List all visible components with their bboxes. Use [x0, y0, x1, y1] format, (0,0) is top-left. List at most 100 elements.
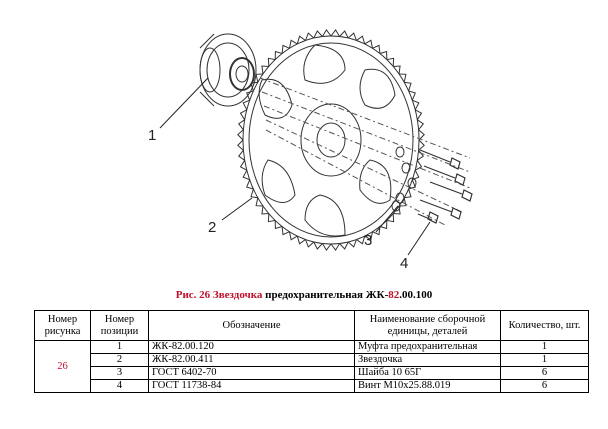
sprocket-tooth	[404, 188, 412, 199]
name-cell: Звездочка	[354, 353, 501, 367]
designation-cell: ГОСТ 6402-70	[148, 366, 355, 380]
sprocket-tooth	[313, 30, 323, 39]
sprocket-tooth	[305, 32, 315, 41]
sprocket-hub	[300, 103, 362, 177]
figure-number-cell: 26	[34, 340, 91, 393]
sprocket-tooth	[330, 29, 341, 37]
sprocket-tooth	[239, 160, 248, 171]
table-header-row: Номер рисунка Номер позиции Обозначение …	[34, 310, 589, 341]
sprocket-tooth	[412, 99, 420, 111]
sprocket-tooth	[404, 81, 412, 92]
position-cell: 3	[90, 366, 149, 380]
sprocket-tooth	[237, 149, 245, 161]
designation-cell: ЖК-82.00.411	[148, 353, 355, 367]
sprocket-tooth	[414, 109, 423, 120]
sprocket-tooth	[356, 235, 366, 245]
sprocket-tooth	[347, 239, 357, 248]
sprocket-tooth	[250, 188, 258, 199]
leader-2	[221, 197, 253, 221]
sprocket-tooth	[393, 65, 401, 75]
header-position-no: Номер позиции	[90, 310, 149, 341]
sprocket-tooth	[281, 44, 290, 54]
table-row: 4 ГОСТ 11738-84 Винт М10х25.88.019 6	[35, 379, 589, 393]
quantity-cell: 6	[500, 379, 589, 393]
sprocket-tooth	[321, 243, 332, 251]
sprocket-tooth	[379, 220, 388, 230]
washer-group	[391, 146, 417, 212]
sprocket-tooth	[339, 241, 349, 250]
sprocket-tooth	[261, 205, 269, 215]
table-row: 3 ГОСТ 6402-70 Шайба 10 65Г 6	[35, 366, 589, 380]
sprocket-tooth	[408, 90, 416, 101]
sprocket-inner-rim	[248, 42, 414, 238]
figure-caption: Рис. 26 Звездочка предохранительная ЖК-8…	[0, 289, 608, 301]
sprocket-tooth	[281, 226, 290, 236]
parts-table: Номер рисунка Номер позиции Обозначение …	[34, 310, 589, 393]
sprocket-tooth	[289, 39, 298, 49]
leader-1	[159, 77, 209, 129]
sprocket-bore	[316, 122, 346, 158]
leader-4	[407, 221, 431, 256]
safety-coupling	[199, 33, 257, 107]
caption-figure-label: Рис. 26 Звездочка	[175, 289, 263, 301]
sprocket-tooth	[339, 30, 349, 39]
sprocket-tooth	[356, 35, 366, 45]
sprocket-tooth	[242, 99, 250, 111]
quantity-cell: 1	[500, 340, 589, 354]
sprocket-tooth	[242, 169, 250, 181]
sprocket-tooth	[261, 65, 269, 75]
designation-cell: ГОСТ 11738-84	[148, 379, 355, 393]
sprocket-tooth	[398, 197, 407, 207]
sprocket-tooth	[255, 197, 264, 207]
table-row: 2 ЖК-82.00.411 Звездочка 1	[35, 353, 589, 367]
callout-2: 2	[208, 219, 216, 236]
sprocket-hole	[258, 78, 293, 119]
name-cell: Винт М10х25.88.019	[354, 379, 501, 393]
header-quantity: Количество, шт.	[500, 310, 589, 341]
name-cell: Шайба 10 65Г	[354, 366, 501, 380]
sprocket-tooth	[386, 213, 395, 223]
designation-cell: ЖК-82.00.120	[148, 340, 355, 354]
sprocket-tooth	[379, 50, 388, 60]
sprocket-tooth	[246, 90, 254, 101]
sprocket-tooth	[313, 241, 323, 250]
sprocket-hole	[359, 68, 396, 109]
sprocket-tooth	[296, 235, 306, 245]
sprocket-tooth	[417, 149, 425, 161]
sprocket-tooth	[347, 32, 357, 41]
sprocket-tooth	[274, 50, 283, 60]
callout-3: 3	[364, 232, 372, 249]
sprocket-tooth	[239, 109, 248, 120]
table-row: 26 1 ЖК-82.00.120 Муфта предохранительна…	[34, 340, 589, 393]
sprocket-tooth	[418, 129, 425, 141]
sprocket-tooth	[237, 139, 244, 151]
sprocket-outer-rim	[242, 35, 420, 245]
sprocket-tooth	[289, 231, 298, 241]
sprocket-tooth	[246, 179, 254, 190]
sprocket-tooth	[305, 239, 315, 248]
callout-1: 1	[148, 127, 156, 144]
quantity-cell: 1	[500, 353, 589, 367]
position-cell: 2	[90, 353, 149, 367]
sprocket-tooth	[237, 119, 245, 131]
screw-group	[417, 149, 473, 224]
sprocket-tooth	[372, 44, 381, 54]
sprocket-tooth	[408, 179, 416, 190]
sprocket-hole	[304, 194, 346, 237]
caption-code-highlight: 82	[388, 289, 400, 301]
header-designation: Обозначение	[148, 310, 355, 341]
caption-title: предохранительная ЖК-	[262, 289, 389, 301]
leader-3	[375, 205, 399, 233]
sprocket-hole	[303, 44, 346, 84]
sprocket-tooth	[417, 119, 425, 131]
sprocket-tooth	[267, 57, 276, 67]
quantity-cell: 6	[500, 366, 589, 380]
sprocket-tooth	[267, 213, 276, 223]
sprocket-tooth	[386, 57, 395, 67]
assembly-drawing: 1 2 3 4	[148, 29, 473, 272]
sprocket-tooth	[414, 160, 423, 171]
sprocket-teeth	[237, 29, 425, 251]
sprocket-tooth	[364, 231, 373, 241]
sprocket-tooth	[398, 73, 407, 83]
sprocket-tooth	[330, 243, 341, 251]
